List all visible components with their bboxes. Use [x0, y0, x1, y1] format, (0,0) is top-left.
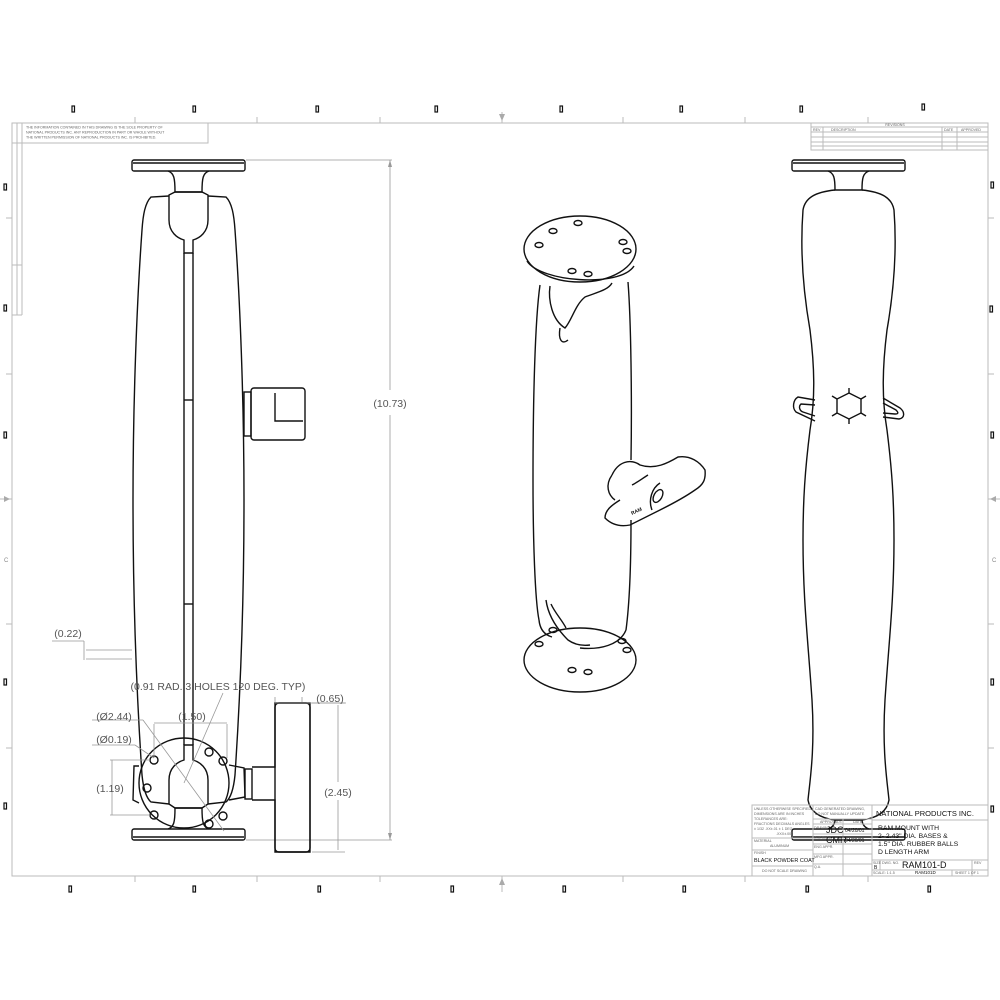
title-block: UNLESS OTHERWISE SPECIFIED DIMENSIONS AR…: [751, 804, 989, 877]
tolerance-line-5: ± 1/32 .XX±.01 ± 1 DEG: [754, 827, 793, 831]
proprietary-notice: THE INFORMATION CONTAINED IN THIS DRAWIN…: [11, 122, 209, 316]
file-name: RAM101D: [915, 870, 937, 875]
material-label: MATERIAL: [754, 839, 772, 843]
mfg-appr-label: MFG APPR.: [814, 855, 834, 859]
sheet-label: SHEET 1 OF 1: [955, 871, 979, 875]
tolerance-line-1: UNLESS OTHERWISE SPECIFIED: [754, 807, 811, 811]
tolerance-line-4: FRACTIONS DECIMALS ANGLES: [754, 822, 810, 826]
rev-label: REV: [974, 861, 982, 865]
eng-appr-label: ENG APPR.: [814, 845, 833, 849]
dim-overall-length: (10.73): [373, 398, 406, 410]
description-column-header: DESCRIPTION: [831, 128, 856, 132]
tolerance-line-6: .XXX±.005: [776, 832, 793, 836]
title-line-2: 2- 2.43" DIA. BASES &: [878, 833, 948, 840]
drawn-by: JDC: [826, 825, 844, 835]
cad-note-line-1: CAD GENERATED DRAWING,: [815, 807, 865, 811]
base-detail-view: (0.91 RAD. 3 HOLES 120 DEG. TYP) (Ø2.44)…: [92, 681, 352, 853]
zone-label-left: C: [4, 558, 9, 564]
title-line-3: 1.5" DIA. RUBBER BALLS: [878, 841, 959, 848]
do-not-scale-note: DO NOT SCALE DRAWING: [762, 869, 807, 873]
date-header: DATE: [853, 820, 863, 824]
drawn-label: DRAWN: [814, 826, 828, 830]
revisions-table: REVISIONS REV DESCRIPTION DATE APPROVED: [810, 122, 989, 157]
checked-label: CHECKED: [814, 836, 832, 840]
dim-hole-pattern: (0.91 RAD. 3 HOLES 120 DEG. TYP): [131, 681, 306, 693]
dim-hole-spacing: (1.50): [178, 711, 205, 723]
ram-logo-text: RAM: [630, 507, 643, 517]
dim-knob-height: (2.45): [324, 787, 351, 799]
rev-column-header: REV: [813, 128, 821, 132]
finish-value: BLACK POWDER COAT: [754, 858, 815, 864]
dim-base-thickness: (0.22): [54, 628, 81, 640]
front-view: [131, 159, 306, 841]
base-thickness-dimension: (0.22): [52, 628, 132, 660]
dwg-no-label: DWG. NO.: [882, 861, 899, 865]
drawing-number: RAM101-D: [902, 860, 947, 870]
material-value: ALUMINUM: [770, 844, 789, 848]
approved-column-header: APPROVED: [961, 128, 981, 132]
scale-label: SCALE: 1:1.5: [873, 871, 895, 875]
title-line-1: RAM MOUNT WITH: [878, 825, 939, 832]
notice-line-1: THE INFORMATION CONTAINED IN THIS DRAWIN…: [26, 126, 163, 130]
approvals-header: APPROVALS: [820, 820, 842, 824]
cad-note-line-2: DO NOT MANUALLY UPDATE: [815, 812, 865, 816]
notice-line-3: THE WRITTEN PERMISSION OF NATIONAL PRODU…: [26, 136, 156, 140]
title-line-4: D LENGTH ARM: [878, 849, 929, 856]
dim-base-diameter: (Ø2.44): [96, 711, 132, 723]
dim-hole-diameter: (Ø0.19): [96, 734, 132, 746]
drawn-date: 04/20/01: [845, 828, 865, 834]
checked-date: 04/20/01: [845, 838, 865, 844]
notice-line-2: NATIONAL PRODUCTS INC. ANY REPRODUCTION …: [26, 131, 165, 135]
tolerance-line-3: TOLERANCES ARE:: [754, 817, 788, 821]
tolerance-line-2: DIMENSIONS ARE IN INCHES: [754, 812, 805, 816]
finish-label: FINISH: [754, 851, 766, 855]
revisions-title: REVISIONS: [885, 123, 905, 127]
checked-by: CMR: [826, 835, 847, 845]
overall-length-dimension: (10.73): [246, 159, 407, 841]
company-name: NATIONAL PRODUCTS INC.: [876, 809, 974, 818]
dim-knob-depth: (0.65): [316, 693, 343, 705]
isometric-view: RAM: [523, 215, 706, 693]
date-column-header: DATE: [944, 128, 954, 132]
size-value: B: [874, 865, 878, 871]
side-view: [791, 159, 906, 841]
dim-hole-offset: (1.19): [96, 783, 123, 795]
zone-label-right: C: [992, 558, 997, 564]
drawing-border: C C: [0, 103, 1000, 893]
qa-label: Q.A.: [814, 865, 821, 869]
size-label: SIZE: [873, 861, 882, 865]
